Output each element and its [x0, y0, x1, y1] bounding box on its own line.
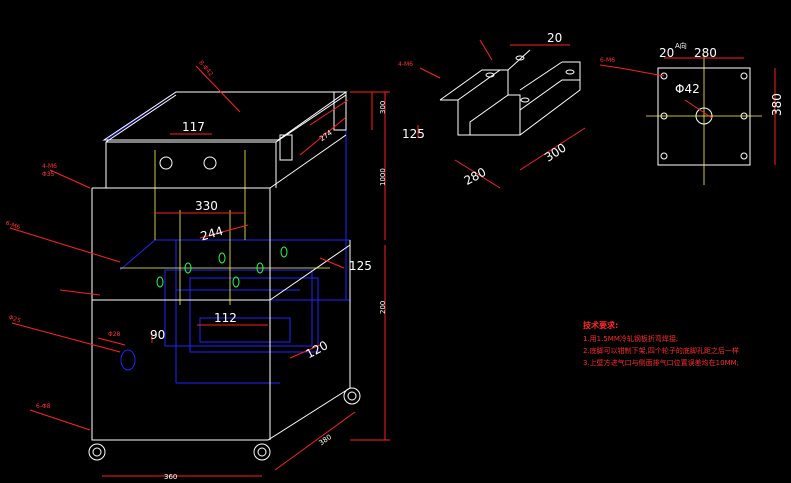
dim-274: 274 — [318, 128, 334, 143]
tech-notes-title: 技术要求: — [583, 320, 618, 330]
bracket-dim-125: 125 — [402, 127, 425, 141]
dim-300-side: 300 — [379, 101, 387, 114]
label-6phi8: 6-Φ8 — [36, 403, 51, 410]
dim-360: 360 — [164, 473, 177, 481]
plate-view-label: A向 — [675, 41, 687, 50]
tech-note-2: 2.底脚可以钳制下架,四个轮子的底脚孔距之后一样 — [583, 346, 739, 355]
dim-244: 244 — [199, 224, 225, 244]
dim-117: 117 — [182, 120, 205, 134]
label-phi28: Φ28 — [108, 331, 121, 338]
tech-note-3: 3.上壁方进气口与侧面排气口位置误差均在10MM; — [583, 358, 739, 367]
bracket-dim-280: 280 — [462, 165, 489, 188]
cabinet-isometric-view: 117 330 244 125 112 90 120 360 380 200 1… — [5, 59, 390, 481]
dim-120: 120 — [303, 338, 330, 361]
plate-dim-280: 280 — [694, 46, 717, 60]
label-phi35: Φ35 — [42, 171, 55, 178]
plate-dim-380: 380 — [770, 93, 784, 116]
plate-dim-phi42: Φ42 — [675, 82, 700, 96]
technical-requirements: 技术要求: 1.用1.5MM冷轧钢板折弯焊接; 2.底脚可以钳制下架,四个轮子的… — [583, 320, 739, 367]
bracket-dim-300: 300 — [542, 140, 569, 164]
label-8phi42: 8-Φ42 — [197, 59, 214, 78]
caster-wheel-icon — [88, 387, 361, 461]
tech-note-1: 1.用1.5MM冷轧钢板折弯焊接; — [583, 334, 678, 343]
label-phi25: Φ25 — [8, 314, 22, 325]
label-4m6: 4-M6 — [42, 163, 57, 170]
dim-90: 90 — [150, 328, 165, 342]
bracket-view: 4-M6 20 125 280 300 — [398, 31, 621, 189]
dim-380: 380 — [318, 433, 334, 447]
bracket-dim-20: 20 — [547, 31, 562, 45]
dim-1000: 1000 — [379, 168, 387, 186]
plate-dim-20: 20 — [659, 46, 674, 60]
bracket-label-4m6: 4-M6 — [398, 61, 413, 68]
dim-330: 330 — [195, 199, 218, 213]
dim-125: 125 — [349, 259, 372, 273]
label-6m6: 6-M6 — [5, 220, 22, 232]
plate-label-6m6: 6-M6 — [600, 57, 615, 64]
dim-200: 200 — [379, 301, 387, 314]
plate-view: A向 6-M6 20 280 Φ42 380 — [600, 41, 784, 185]
dim-112: 112 — [214, 311, 237, 325]
